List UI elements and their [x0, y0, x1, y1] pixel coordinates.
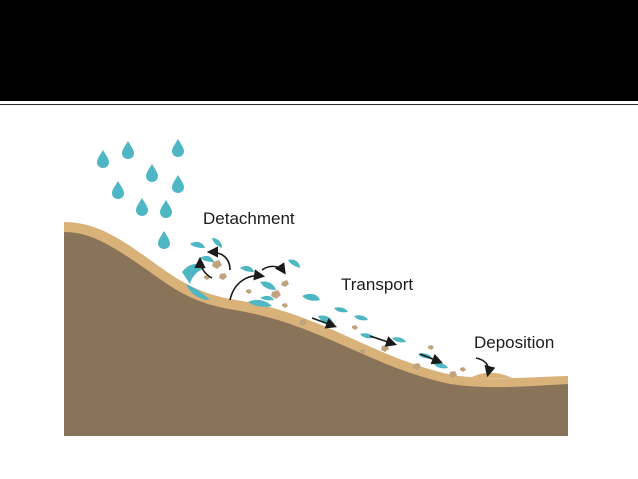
slide-title-bar: [0, 0, 638, 101]
transport-label: Transport: [341, 275, 413, 294]
title-divider-gap: [0, 101, 638, 104]
title-divider-line: [0, 104, 638, 105]
detachment-label: Detachment: [203, 209, 295, 228]
movement-arrows: [194, 246, 496, 378]
deposition-label: Deposition: [474, 333, 554, 352]
sediment-particles: [204, 260, 466, 378]
topsoil-layer: [64, 222, 568, 388]
deposition-mound: [470, 372, 512, 378]
raindrops: [97, 139, 184, 249]
